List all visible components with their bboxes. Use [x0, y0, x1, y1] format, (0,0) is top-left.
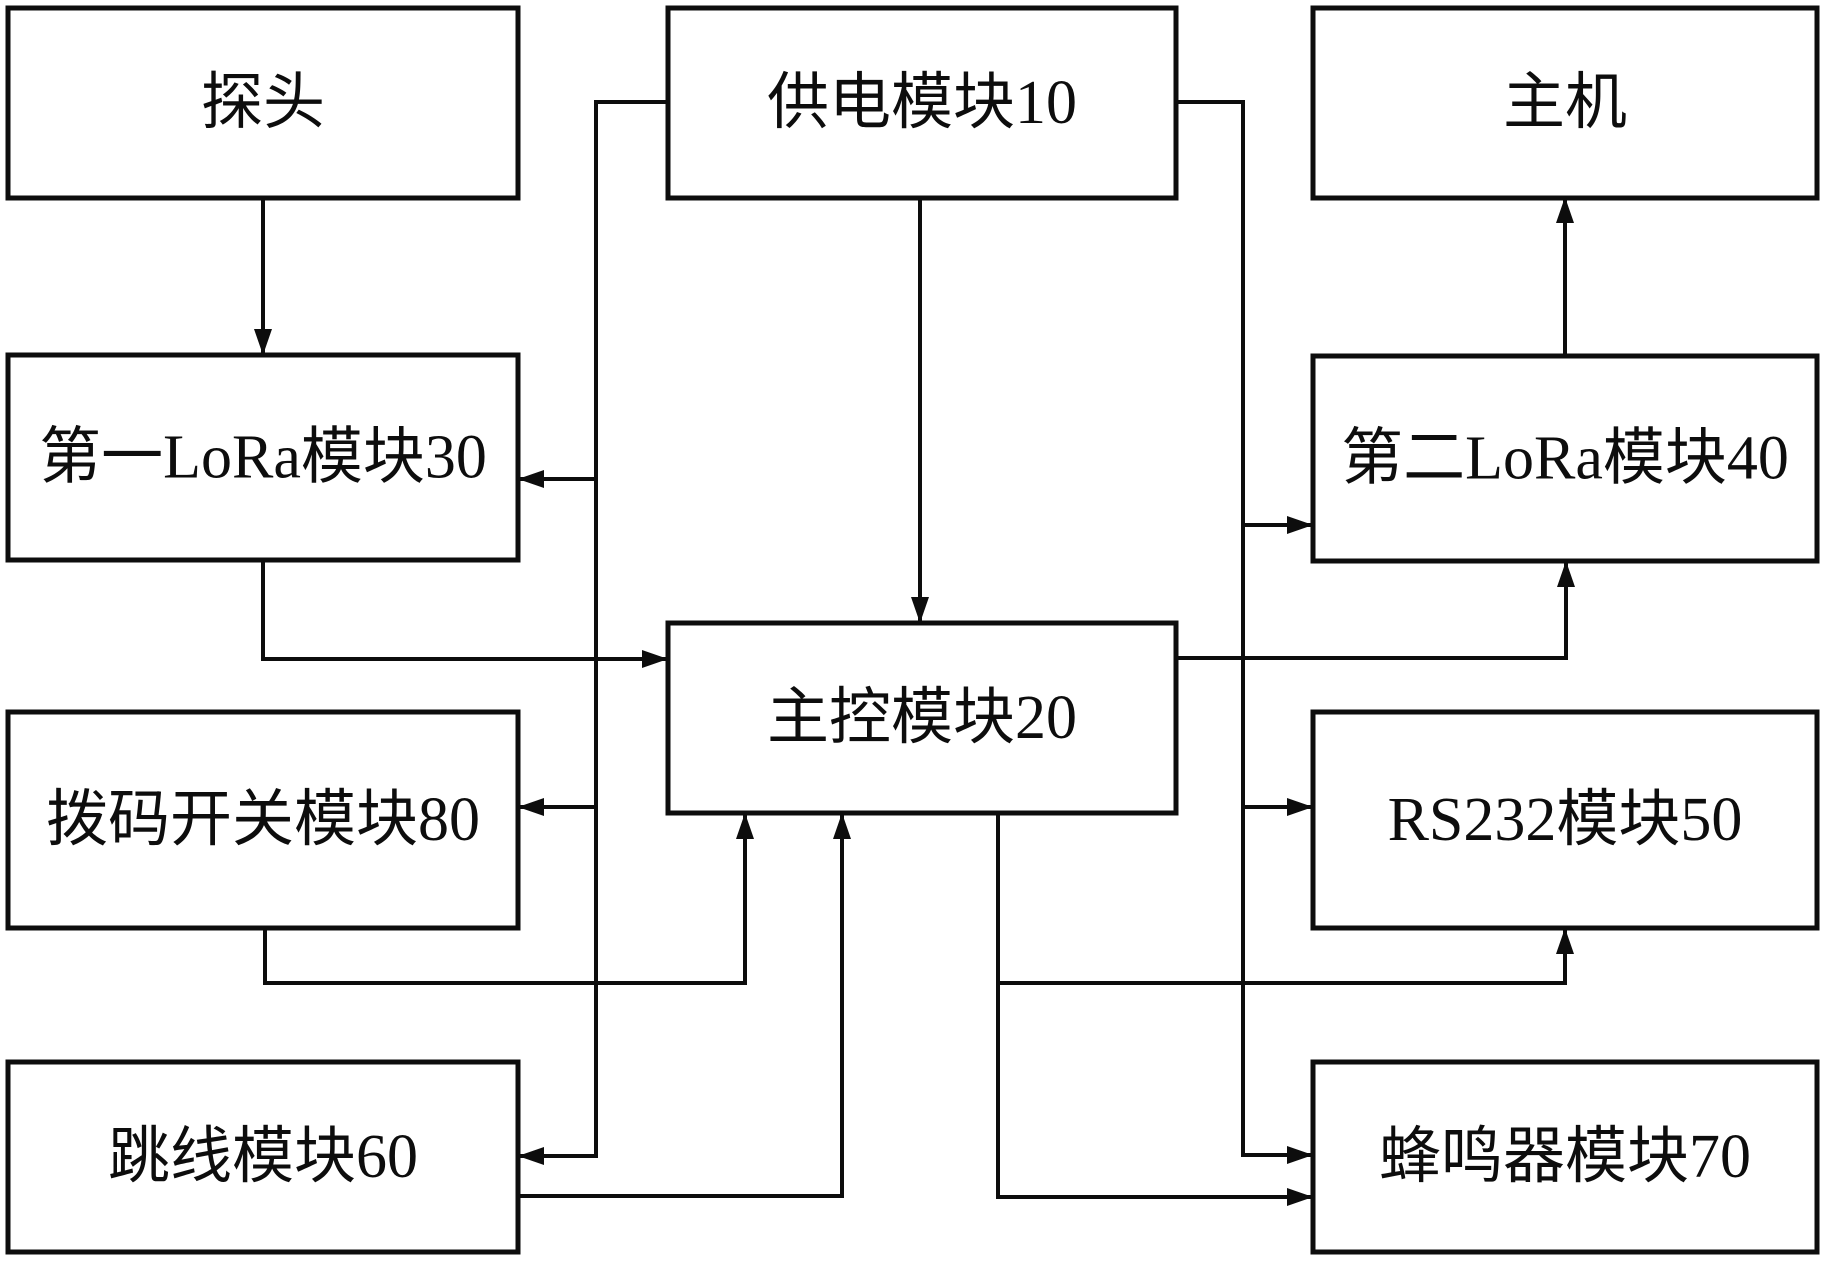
arrowhead: [254, 329, 272, 355]
rs232-module-label: RS232模块50: [1388, 786, 1743, 854]
arrowhead: [736, 813, 754, 839]
power-supply-module-box: [665, 5, 1179, 201]
power-to-lora1-connector: [518, 100, 668, 481]
arrowhead: [911, 597, 929, 623]
arrowhead: [1287, 516, 1313, 534]
arrowhead: [642, 650, 668, 668]
first-lora-module-label: 第一LoRa模块30: [39, 424, 487, 492]
buzzer-module-label: 蜂鸣器模块70: [1379, 1123, 1751, 1191]
arrowhead: [518, 470, 544, 488]
probe-box: [5, 5, 521, 201]
second-lora-module-label: 第二LoRa模块40: [1341, 425, 1789, 493]
buzzer-module-box: [1310, 1059, 1820, 1255]
power-to-dip-connector: [518, 100, 668, 809]
power-to-jumper-connector: [518, 100, 668, 1158]
arrowhead: [518, 1147, 544, 1165]
arrowhead: [1556, 928, 1574, 954]
second-lora-module-box: [1310, 353, 1820, 564]
mcu-to-lora2-connector: [1176, 561, 1568, 660]
arrowhead: [1287, 798, 1313, 816]
dip-to-mcu-connector: [263, 813, 747, 985]
jumper-module-label: 跳线模块60: [108, 1123, 418, 1191]
dip-switch-module-label: 拨码开关模块80: [46, 786, 480, 854]
host-label: 主机: [1503, 69, 1627, 137]
jumper-module-box: [5, 1059, 521, 1255]
mcu-to-buzzer-connector: [996, 813, 1313, 1199]
arrowhead: [1557, 561, 1575, 587]
arrowhead: [1287, 1146, 1313, 1164]
rs232-module-box: [1310, 709, 1820, 931]
power-to-buzzer-connector: [1176, 100, 1313, 1157]
first-lora-module-box: [5, 352, 521, 563]
jumper-to-mcu-connector: [518, 813, 844, 1198]
probe-label: 探头: [201, 69, 325, 137]
arrowhead: [1556, 197, 1574, 223]
arrowhead: [518, 798, 544, 816]
arrowhead: [833, 813, 851, 839]
lora1-to-mcu-connector: [261, 560, 668, 661]
main-control-module-label: 主控模块20: [767, 684, 1077, 752]
arrowhead: [1287, 1188, 1313, 1206]
main-control-module-box: [665, 620, 1179, 816]
power-supply-module-label: 供电模块10: [767, 69, 1077, 137]
host-box: [1310, 5, 1820, 201]
dip-switch-module-box: [5, 709, 521, 931]
